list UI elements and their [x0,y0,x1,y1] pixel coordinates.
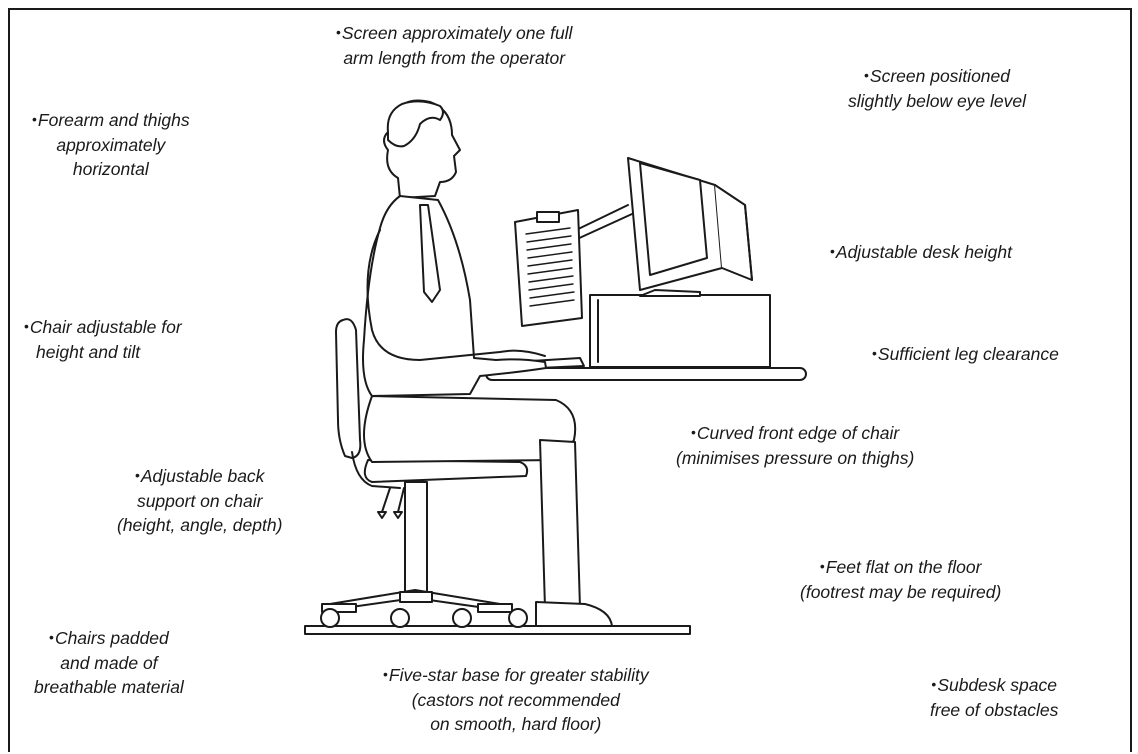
note-forearm-thighs: •Forearm and thighs approximately horizo… [32,110,190,179]
note-chairs-padded: •Chairs padded and made of breathable ma… [34,628,184,697]
note-leg-clearance: •Sufficient leg clearance [872,344,1059,364]
bullet-icon: • [819,558,825,574]
bullet-icon: • [872,345,877,361]
bullet-icon: • [691,424,696,440]
chair-base [320,589,528,628]
note-curved-front-edge: •Curved front edge of chair (minimises p… [676,423,915,468]
chair-back [335,318,362,459]
chair-seat [363,459,529,483]
bullet-icon: • [24,318,29,334]
note-chair-adjustable: •Chair adjustable for height and tilt [24,317,182,362]
note-feet-flat: •Feet flat on the floor (footrest may be… [800,557,1002,602]
bullet-icon: • [864,67,869,83]
bullet-icon: • [830,243,835,259]
note-screen-distance: •Screen approximately one full arm lengt… [336,23,573,68]
note-desk-height: •Adjustable desk height [830,242,1012,262]
note-screen-position: •Screen positioned slightly below eye le… [848,66,1027,111]
bullet-icon: • [931,676,937,692]
note-subdesk-space: •Subdesk space free of obstacles [930,675,1059,720]
bullet-icon: • [383,666,388,682]
monitor [627,157,753,297]
seated-person [362,99,613,627]
bullet-icon: • [49,629,54,645]
document-holder [514,209,583,327]
floor [304,625,691,635]
chair-column [404,481,428,593]
bullet-icon: • [134,467,140,483]
note-back-support: •Adjustable back support on chair (heigh… [117,466,283,535]
computer-base-unit [589,294,771,368]
bullet-icon: • [336,24,341,40]
bullet-icon: • [32,111,37,127]
note-five-star-base: •Five-star base for greater stability (c… [383,665,649,734]
